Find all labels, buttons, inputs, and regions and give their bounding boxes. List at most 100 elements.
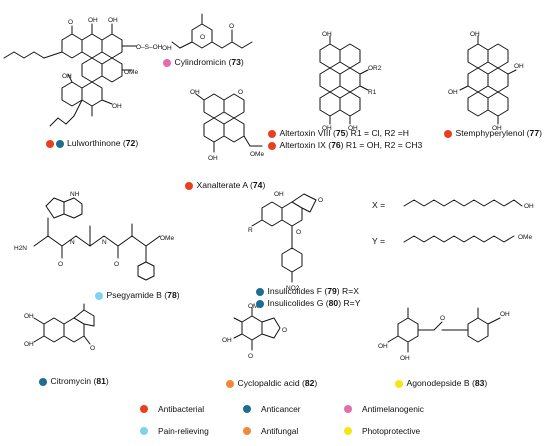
compound-substituents: R=Y bbox=[341, 298, 361, 308]
legend-item: Photoprotective bbox=[344, 426, 420, 436]
substituent-y: OMe bbox=[403, 234, 532, 243]
atom-label: OH bbox=[448, 89, 458, 96]
activity-dot bbox=[95, 291, 103, 300]
compound-name: Agonodepside B ( bbox=[406, 378, 475, 388]
atom-label: OMe bbox=[124, 69, 138, 76]
compound-name: Cyclopaldic acid ( bbox=[237, 378, 305, 388]
atom-label: O bbox=[440, 315, 445, 322]
caption-82: Cyclopaldic acid (82) bbox=[226, 378, 317, 389]
caption-78: Psegyamide B (78) bbox=[95, 290, 180, 301]
compound-name: Altertoxin IX ( bbox=[279, 140, 332, 150]
atom-label: O–S–OH bbox=[136, 44, 163, 51]
caption-72: Lulworthinone (72) bbox=[46, 138, 138, 149]
atom-label: O bbox=[90, 345, 95, 352]
atom-label: O bbox=[229, 23, 234, 30]
structure-81: OH OH O bbox=[24, 303, 95, 352]
legend-item: Antimelanogenic bbox=[344, 404, 424, 414]
structure-75-76: OH OR2 R1 OH OH bbox=[319, 31, 382, 132]
legend-dot bbox=[243, 405, 251, 413]
compound-name: Citromycin ( bbox=[50, 376, 97, 386]
atom-label: OH bbox=[62, 73, 72, 80]
atom-label: OH bbox=[400, 355, 410, 362]
atom-label: OH bbox=[470, 31, 480, 38]
structure-72: O OH OH OMe OH O–S–OH OH bbox=[3, 17, 163, 127]
atom-label: NO2 bbox=[286, 285, 300, 292]
activity-dot bbox=[256, 287, 264, 296]
legend-dot bbox=[140, 405, 148, 413]
paren: ) bbox=[176, 290, 180, 300]
caption-77: Stemphyperylenol (77) bbox=[444, 128, 542, 139]
atom-label: N bbox=[102, 239, 107, 246]
legend-label: Pain-relieving bbox=[158, 426, 209, 436]
atom-label: O bbox=[200, 34, 205, 41]
atom-label: OH bbox=[500, 311, 510, 318]
structure-83: OH OH O OH bbox=[378, 307, 510, 362]
atom-label: O bbox=[58, 261, 63, 268]
paren: ) bbox=[539, 128, 542, 138]
compound-number: 77 bbox=[529, 128, 540, 138]
legend-dot bbox=[344, 427, 352, 435]
activity-dot bbox=[444, 129, 452, 138]
activity-legend: Antibacterial Anticancer Antimelanogenic… bbox=[140, 402, 440, 444]
legend-item: Antifungal bbox=[243, 426, 298, 436]
atom-label: OH bbox=[108, 17, 118, 24]
caption-83: Agonodepside B (83) bbox=[395, 378, 487, 389]
compound-name: Psegyamide B ( bbox=[106, 290, 168, 300]
atom-label: OH bbox=[514, 63, 524, 70]
atom-label: OMe bbox=[518, 234, 532, 241]
structure-78: NH H2N N N OMe O O bbox=[14, 191, 174, 281]
atom-label: O bbox=[282, 327, 287, 334]
legend-dot bbox=[243, 427, 251, 435]
atom-label: OH bbox=[348, 125, 358, 132]
caption-73: Cylindromicin (73) bbox=[163, 57, 244, 68]
compound-number: 82 bbox=[304, 378, 315, 388]
compound-number: 74 bbox=[252, 180, 263, 190]
legend-item: Anticancer bbox=[243, 404, 301, 414]
atom-label: OR2 bbox=[368, 65, 382, 72]
atom-label: OH bbox=[88, 17, 98, 24]
legend-dot bbox=[344, 405, 352, 413]
compound-number: 80 bbox=[328, 298, 339, 308]
atom-label: OH bbox=[322, 31, 332, 38]
substituent-x: OH bbox=[403, 199, 534, 210]
legend-item: Pain-relieving bbox=[140, 426, 209, 436]
activity-dot bbox=[268, 129, 276, 138]
structure-82: OMe OH O O bbox=[222, 303, 287, 360]
activity-dot bbox=[395, 379, 403, 388]
compound-name: Xanalterate A ( bbox=[196, 180, 253, 190]
atom-label: OH bbox=[190, 89, 200, 96]
atom-label: OH bbox=[222, 337, 232, 344]
legend-item: Antibacterial bbox=[140, 404, 204, 414]
activity-dot bbox=[185, 181, 193, 190]
legend-dot bbox=[140, 427, 148, 435]
paren: ) bbox=[240, 57, 244, 67]
atom-label: N bbox=[70, 239, 75, 246]
caption-76: Altertoxin IX (76) R1 = OH, R2 = CH3 bbox=[268, 140, 422, 151]
paren: ) bbox=[484, 378, 488, 388]
atom-label: OH bbox=[524, 203, 534, 210]
atom-label: O bbox=[114, 261, 119, 268]
compound-name: Insulicolides F ( bbox=[267, 286, 328, 296]
atom-label: R bbox=[248, 227, 253, 234]
compound-number: 72 bbox=[125, 138, 136, 148]
caption-74: Xanalterate A (74) bbox=[185, 180, 265, 191]
compound-number: 81 bbox=[96, 376, 106, 386]
structure-73: OH O O bbox=[162, 13, 253, 52]
paren: ) bbox=[336, 286, 340, 296]
compound-number: 75 bbox=[335, 128, 346, 138]
compound-number: 78 bbox=[167, 290, 177, 300]
structure-79-80: OH O R O NO2 bbox=[248, 191, 323, 292]
compound-name: Insulicolides G ( bbox=[267, 298, 329, 308]
paren: ) bbox=[338, 298, 342, 308]
atom-label: O bbox=[248, 353, 253, 360]
atom-label: OH bbox=[274, 191, 284, 198]
paren: ) bbox=[345, 128, 349, 138]
atom-label: H2N bbox=[14, 245, 27, 252]
structure-74: OH O OH OMe bbox=[190, 89, 264, 162]
atom-label: OMe bbox=[250, 151, 264, 158]
compound-substituents: R1 = OH, R2 = CH3 bbox=[343, 140, 423, 150]
atom-label: OH bbox=[208, 155, 218, 162]
atom-label: OH bbox=[112, 103, 122, 110]
activity-dot bbox=[226, 379, 234, 388]
compound-name: Stemphyperylenol ( bbox=[455, 128, 530, 138]
